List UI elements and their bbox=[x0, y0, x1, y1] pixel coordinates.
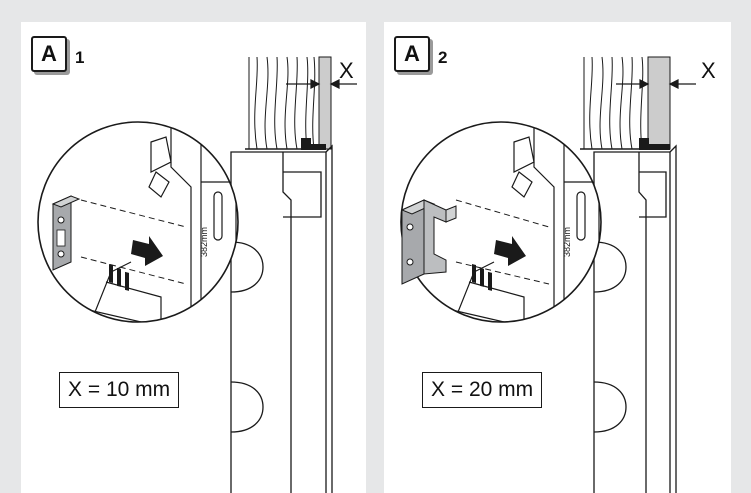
scale-text: 382mm bbox=[562, 227, 572, 257]
dimension-label: X bbox=[339, 58, 354, 83]
dimension-arrows bbox=[616, 79, 696, 89]
panel-2-drawing: 382mm bbox=[400, 56, 696, 493]
panel-step-1: 382mm bbox=[21, 22, 366, 493]
motor-housing bbox=[230, 144, 333, 493]
scale-slot bbox=[576, 191, 586, 241]
scale-slot bbox=[213, 191, 223, 241]
dimension-value: X = 10 mm bbox=[59, 372, 180, 408]
panel-step-2: 382mm bbox=[384, 22, 731, 493]
dimension-arrows bbox=[286, 79, 357, 89]
insert-arrow bbox=[472, 236, 526, 291]
spacer-clip-part bbox=[400, 199, 457, 285]
flat-clip-part bbox=[51, 195, 81, 271]
scale-text: 382mm bbox=[199, 227, 209, 257]
panel-1-drawing: 382mm bbox=[37, 56, 357, 493]
insert-arrow bbox=[109, 236, 163, 291]
dimension-value: X = 20 mm bbox=[422, 372, 543, 408]
shaft-plate bbox=[318, 56, 332, 150]
support-bracket bbox=[639, 138, 670, 150]
magnified-detail: 382mm bbox=[400, 121, 602, 323]
step-number: 2 bbox=[438, 48, 448, 67]
support-bracket bbox=[301, 138, 326, 150]
section-tag: A bbox=[31, 36, 67, 72]
guide-lines bbox=[455, 199, 550, 285]
guide-lines bbox=[80, 199, 187, 285]
shaft-plate bbox=[647, 56, 671, 150]
step-number: 1 bbox=[75, 48, 85, 67]
dimension-label: X bbox=[701, 58, 716, 83]
wood-block bbox=[580, 56, 648, 150]
magnified-detail: 382mm bbox=[37, 121, 239, 323]
wood-block bbox=[245, 56, 319, 150]
section-tag: A bbox=[394, 36, 430, 72]
motor-housing bbox=[593, 144, 677, 493]
